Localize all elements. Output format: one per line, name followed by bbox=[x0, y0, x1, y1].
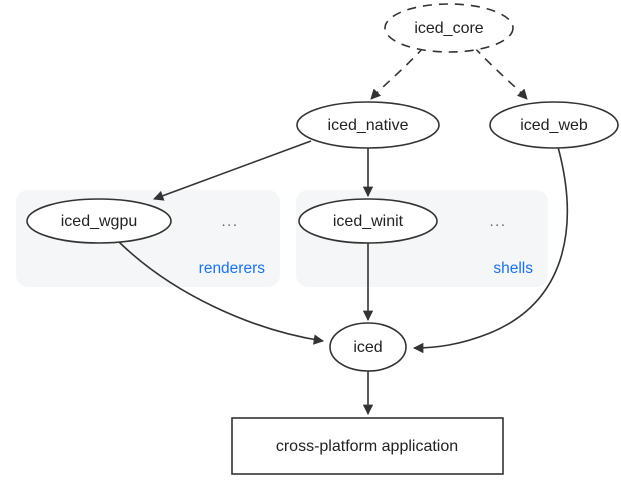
iced-core-label: iced_core bbox=[414, 20, 483, 37]
iced-web-ellipse bbox=[489, 101, 619, 149]
iced-native-ellipse bbox=[296, 101, 440, 149]
edge-core-to-native bbox=[370, 46, 425, 100]
app-rectangle bbox=[231, 417, 504, 475]
edge-native-to-wgpu bbox=[153, 140, 312, 201]
node-iced-winit[interactable]: iced_winit bbox=[298, 198, 438, 244]
cluster-label-renderers: renderers bbox=[199, 260, 266, 277]
app-label: cross-platform application bbox=[276, 438, 458, 455]
iced-winit-ellipse bbox=[298, 198, 438, 244]
edge-core-to-web bbox=[473, 46, 528, 100]
renderers-ellipsis: ... bbox=[221, 213, 238, 230]
iced-wgpu-label: iced_wgpu bbox=[61, 213, 138, 230]
iced-label: iced bbox=[353, 339, 382, 356]
iced-native-label: iced_native bbox=[328, 117, 409, 134]
iced-core-ellipse bbox=[384, 3, 514, 53]
cluster-label-shells: shells bbox=[493, 260, 533, 277]
iced-wgpu-ellipse bbox=[26, 198, 172, 244]
iced-ellipse bbox=[329, 322, 407, 372]
node-iced-core[interactable]: iced_core bbox=[384, 3, 514, 53]
shells-ellipsis: ... bbox=[489, 213, 506, 230]
node-iced-wgpu[interactable]: iced_wgpu bbox=[26, 198, 172, 244]
edge-wgpu-to-iced bbox=[117, 240, 325, 345]
node-cross-platform-application[interactable]: cross-platform application bbox=[231, 417, 504, 475]
node-iced-web[interactable]: iced_web bbox=[489, 101, 619, 149]
iced-winit-label: iced_winit bbox=[333, 213, 404, 230]
edge-web-to-iced bbox=[412, 146, 569, 354]
iced-web-label: iced_web bbox=[520, 117, 588, 134]
node-iced[interactable]: iced bbox=[329, 322, 407, 372]
node-iced-native[interactable]: iced_native bbox=[296, 101, 440, 149]
